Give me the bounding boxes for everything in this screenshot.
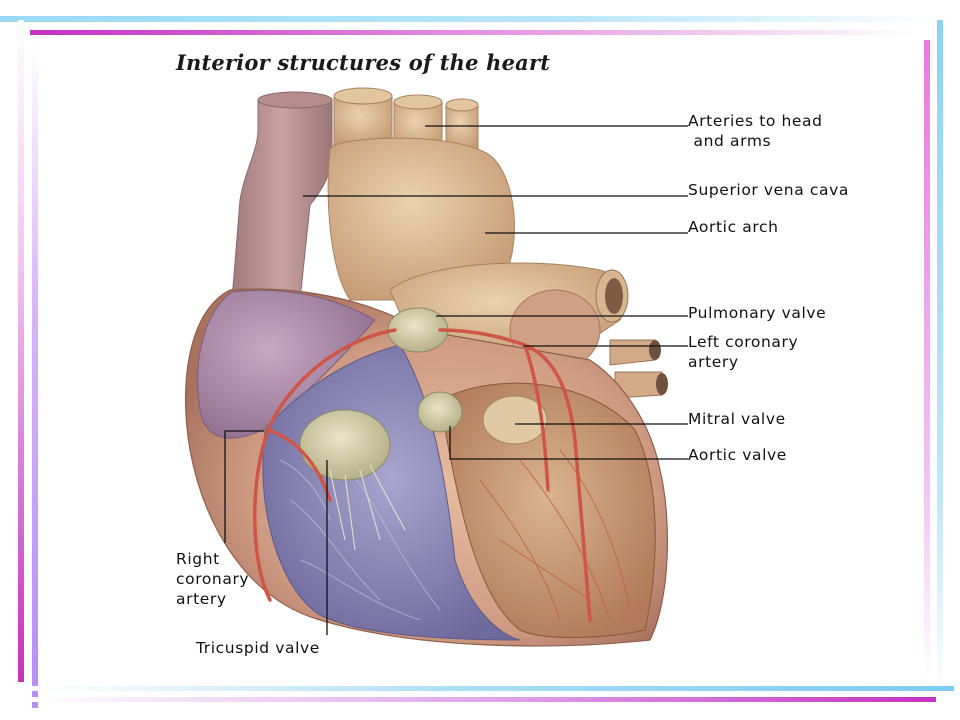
arteries-branches-shape	[333, 87, 479, 151]
label-tricuspid-valve: Tricuspid valve	[196, 639, 320, 657]
leader-lines	[224, 125, 688, 635]
label-pulmonary-valve: Pulmonary valve	[688, 304, 827, 322]
left-ventricle-muscle-pattern	[479, 449, 631, 621]
label-arteries-head-arms: Arteries to head and arms	[688, 112, 823, 150]
label-aortic-valve: Aortic valve	[688, 446, 787, 464]
label-mitral-valve: Mitral valve	[688, 410, 786, 428]
frame-bar-right-cyan	[937, 20, 943, 698]
label-left-coronary-artery: Left coronary artery	[688, 333, 799, 371]
label-right-coronary-artery: Right coronary artery	[176, 550, 250, 608]
frame-bar-left-violet	[32, 40, 38, 708]
leader-aortic-valve	[449, 426, 688, 460]
label-aortic-arch: Aortic arch	[688, 218, 779, 236]
frame-bar-left-magenta	[18, 20, 24, 682]
frame-bar-top-magenta	[30, 30, 918, 35]
coronary-arteries	[253, 328, 592, 622]
frame-bar-right-magenta	[924, 40, 930, 680]
leader-right-coronary-artery	[224, 430, 264, 543]
frame-bar-bottom-magenta	[30, 697, 936, 702]
superior-vena-cava-shape	[231, 91, 333, 301]
frame-bar-top-cyan	[0, 16, 946, 22]
tricuspid-valve-shape	[299, 409, 406, 551]
frame-bar-bottom-cyan	[30, 686, 954, 691]
trabeculae-pattern	[279, 459, 441, 621]
left-ventricle-interior-shape	[439, 382, 656, 638]
label-superior-vena-cava: Superior vena cava	[688, 181, 849, 199]
aortic-valve-shape	[417, 391, 463, 433]
mitral-valve-shape	[482, 395, 548, 445]
diagram-title: Interior structures of the heart	[176, 50, 551, 75]
aortic-arch-shape	[327, 137, 515, 301]
